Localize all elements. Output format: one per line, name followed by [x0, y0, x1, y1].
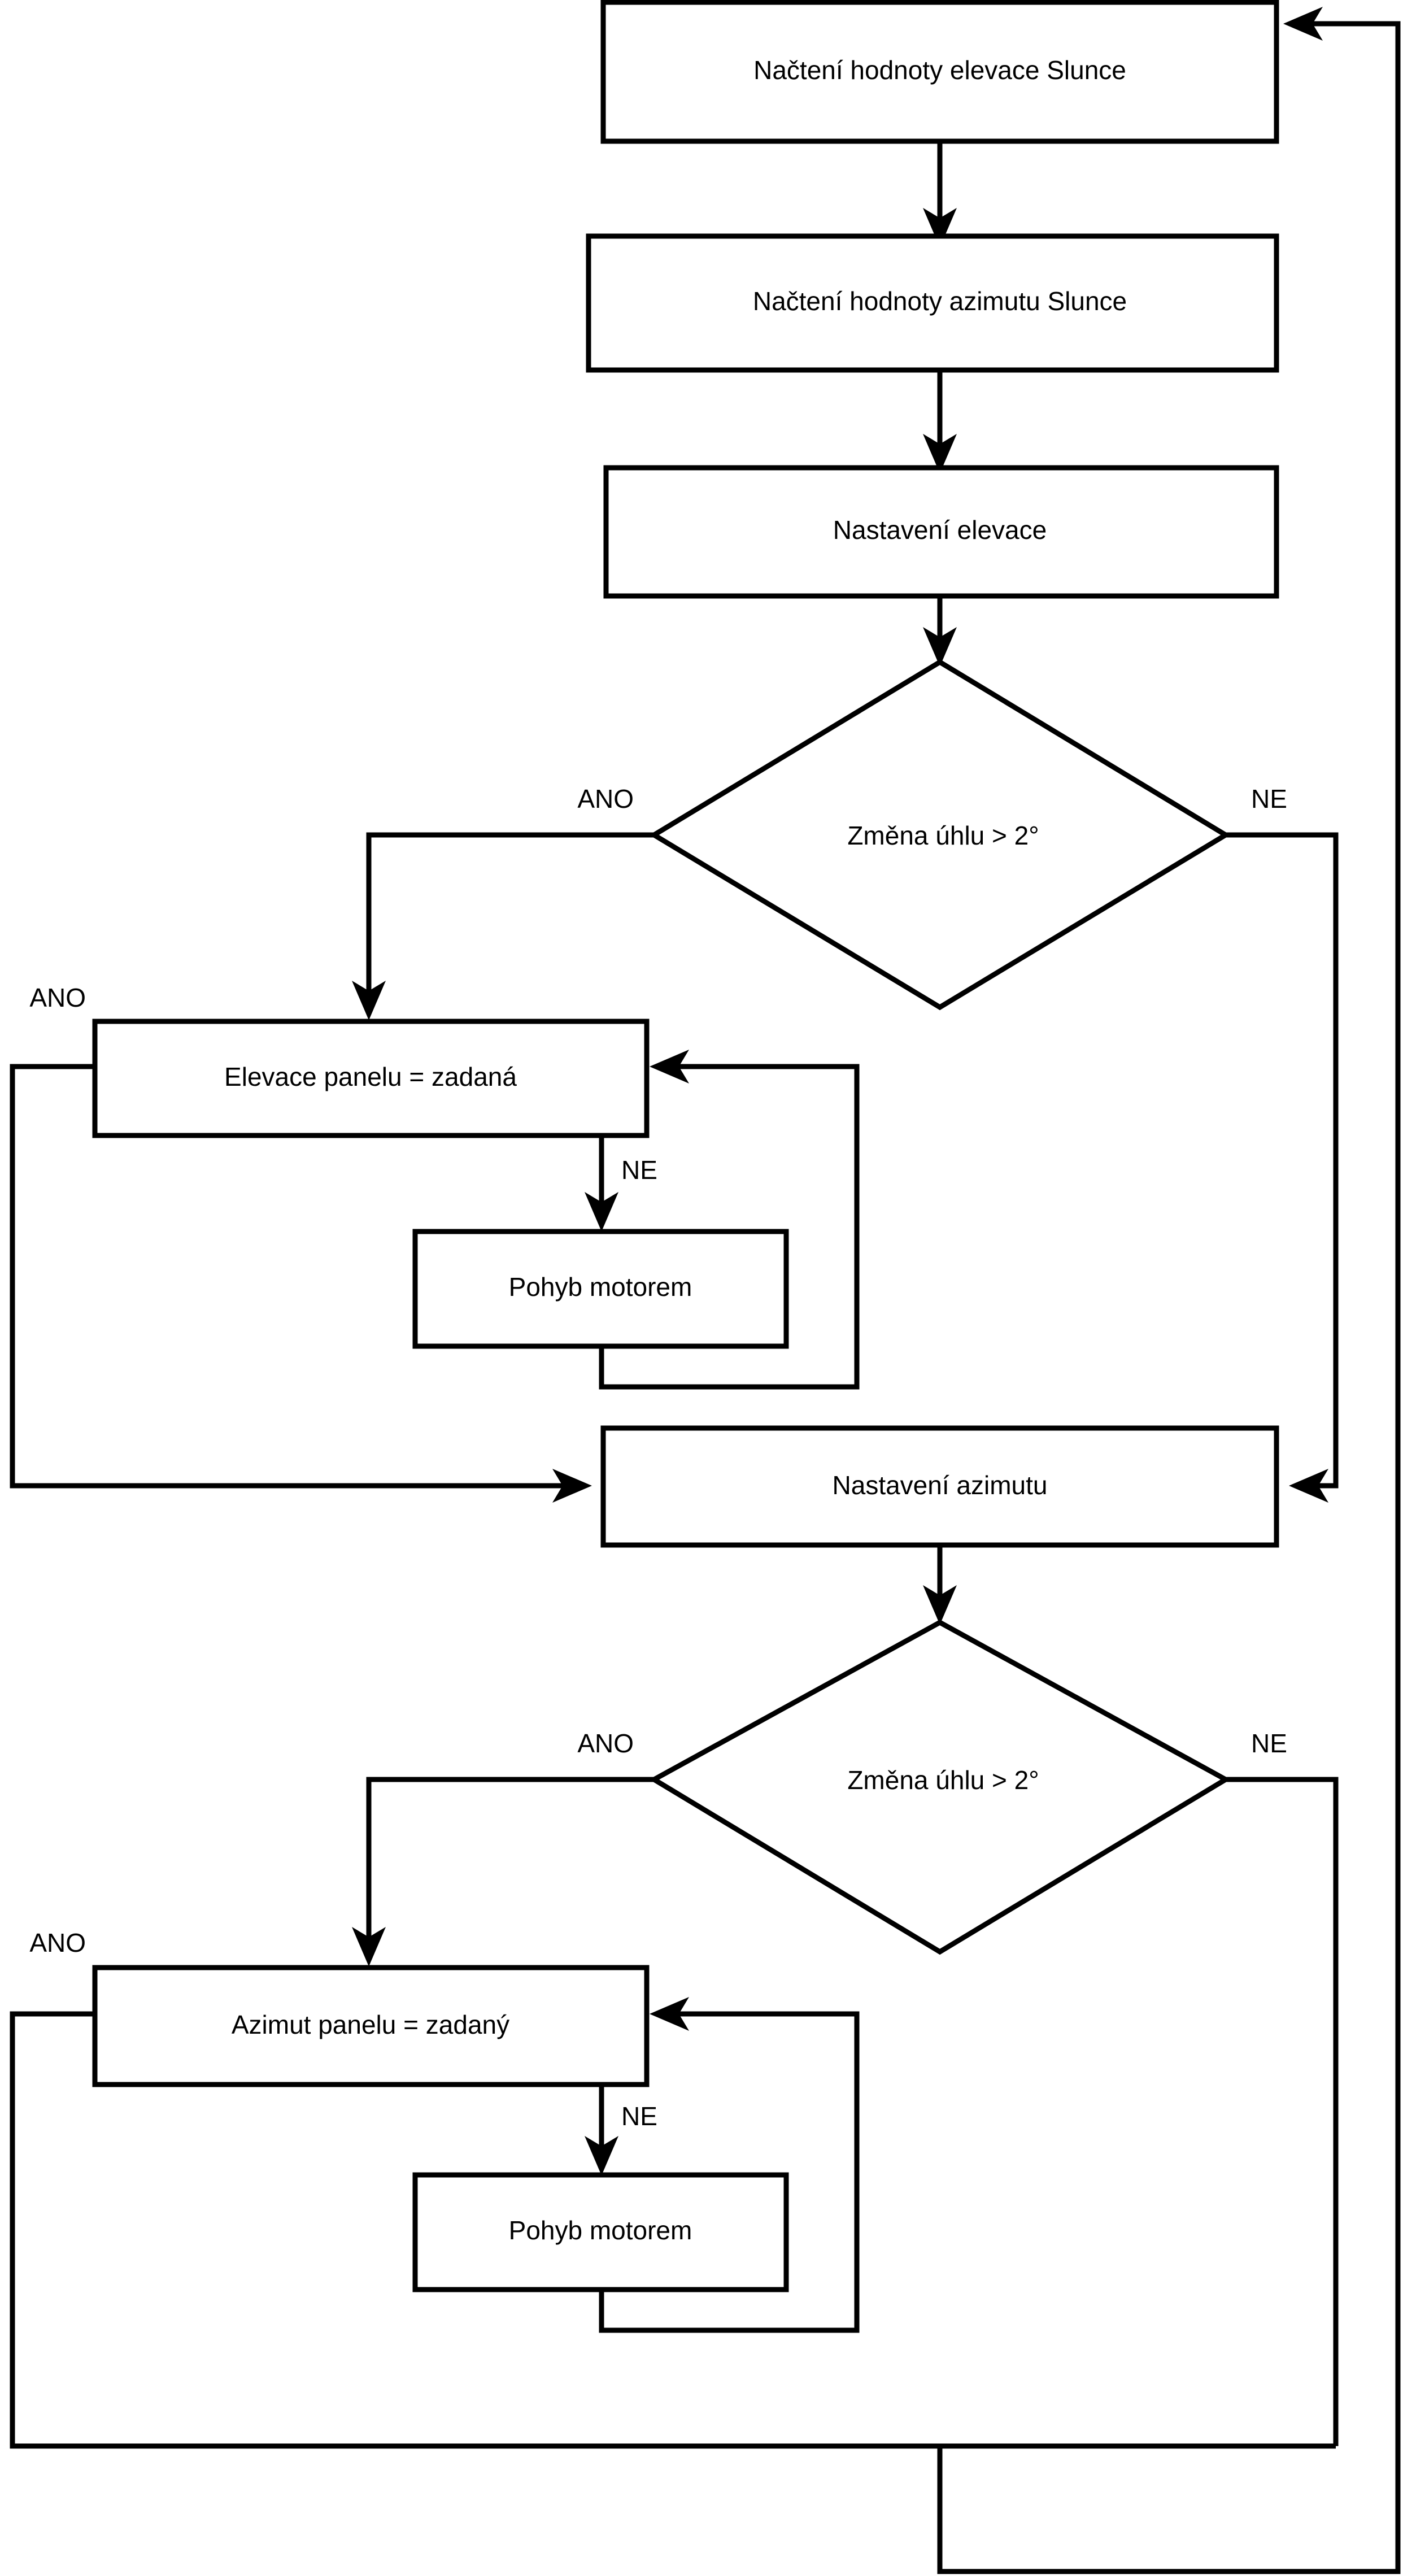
arrowhead-down-8 — [585, 2136, 618, 2175]
node-read-elevation[interactable]: Načtení hodnoty elevace Slunce — [600, 0, 1279, 144]
node-decision-azimuth-label: Změna úhlu > 2° — [847, 1765, 1039, 1795]
node-panel-azimuth-equals-label: Azimut panelu = zadaný — [232, 2010, 509, 2039]
edge-decision-azim-yes — [366, 1777, 654, 1940]
edge-decision-azim-no — [1226, 1777, 1339, 2446]
edge-label-azim-loop-yes: ANO — [29, 1928, 86, 1957]
edge-label-elev-yes: ANO — [577, 784, 634, 813]
edge-motor2-loop-back — [599, 2011, 860, 2333]
node-set-azimuth[interactable]: Nastavení azimutu — [600, 1425, 1279, 1548]
node-set-azimuth-label: Nastavení azimutu — [833, 1470, 1048, 1500]
edge-motor1-loop-back — [599, 1064, 860, 1390]
edge-label-elev-loop-yes: ANO — [29, 983, 86, 1012]
node-motor-move-azimuth-box — [412, 2172, 789, 2292]
arrowhead-left-4 — [1283, 7, 1323, 41]
node-decision-azimuth[interactable]: Změna úhlu > 2° — [648, 1619, 1231, 1955]
node-read-elevation-label: Načtení hodnoty elevace Slunce — [753, 55, 1126, 85]
edge-label-azim-no: NE — [1251, 1729, 1287, 1758]
arrowhead-down-1 — [923, 208, 957, 247]
node-set-elevation-box — [603, 465, 1279, 599]
node-read-elevation-box — [600, 0, 1279, 144]
node-motor-move-elevation-box — [412, 1229, 789, 1349]
edge-decision-elev-yes — [366, 832, 654, 994]
edge-panel-azim-yes — [10, 2011, 1336, 2449]
arrowhead-down-6 — [923, 1585, 957, 1625]
node-motor-move-azimuth[interactable]: Pohyb motorem — [412, 2172, 789, 2292]
node-motor-move-elevation-label: Pohyb motorem — [509, 1272, 692, 1302]
edge-bottom-return-to-start — [937, 21, 1401, 2574]
arrowhead-down-7 — [352, 1927, 386, 1966]
node-decision-elevation[interactable]: Změna úhlu > 2° — [649, 659, 1231, 1011]
node-read-azimuth-box — [586, 233, 1279, 373]
node-panel-elevation-equals-box — [92, 1019, 650, 1138]
arrowhead-down-2 — [923, 434, 957, 473]
node-panel-azimuth-equals-box — [92, 1965, 650, 2087]
node-set-elevation-label: Nastavení elevace — [833, 515, 1047, 545]
edge-label-azim-loop-no: NE — [621, 2101, 657, 2131]
arrowhead-down-4 — [352, 981, 386, 1020]
arrowhead-down-5 — [585, 1192, 618, 1232]
node-read-azimuth[interactable]: Načtení hodnoty azimutu Slunce — [586, 233, 1279, 373]
node-motor-move-elevation[interactable]: Pohyb motorem — [412, 1229, 789, 1349]
edge-decision-elev-no — [1226, 832, 1339, 1489]
node-decision-elevation-label: Změna úhlu > 2° — [847, 821, 1039, 850]
node-panel-elevation-equals-label: Elevace panelu = zadaná — [224, 1062, 517, 1091]
node-decision-azimuth-shape — [648, 1619, 1231, 1955]
node-read-azimuth-label: Načtení hodnoty azimutu Slunce — [753, 286, 1127, 316]
arrowhead-left-3 — [650, 1997, 689, 2031]
node-decision-elevation-shape — [649, 659, 1231, 1011]
node-set-elevation[interactable]: Nastavení elevace — [603, 465, 1279, 599]
arrowhead-left-2 — [650, 1050, 689, 1084]
arrowhead-down-3 — [923, 627, 957, 667]
arrowhead-left-1 — [1289, 1469, 1328, 1503]
node-motor-move-azimuth-label: Pohyb motorem — [509, 2216, 692, 2245]
node-set-azimuth-box — [600, 1425, 1279, 1548]
edge-panel-elev-yes — [10, 1064, 565, 1489]
arrowhead-right-1 — [552, 1469, 592, 1503]
edge-label-elev-no: NE — [1251, 784, 1287, 813]
node-panel-azimuth-equals[interactable]: Azimut panelu = zadaný — [92, 1965, 650, 2087]
node-panel-elevation-equals[interactable]: Elevace panelu = zadaná — [92, 1019, 650, 1138]
edge-label-azim-yes: ANO — [577, 1729, 634, 1758]
edge-label-elev-loop-no: NE — [621, 1155, 657, 1185]
